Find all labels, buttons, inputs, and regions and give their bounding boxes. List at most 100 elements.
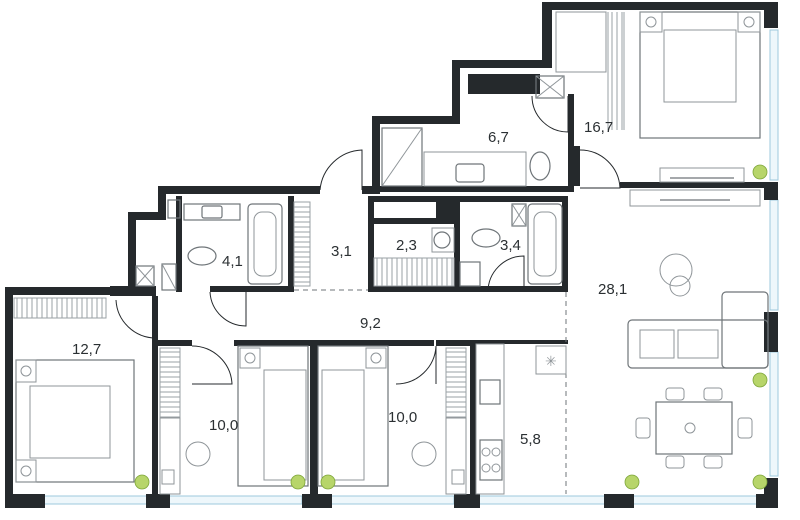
sink: [455, 163, 485, 183]
area-label-bedroom-top: 16,7: [584, 119, 613, 136]
bath-left-fixtures: [135, 199, 283, 291]
area-label-bedroom-left: 12,7: [72, 341, 101, 358]
sink: [459, 261, 481, 287]
toilet: [529, 151, 551, 181]
window-bottom-1: [43, 495, 149, 505]
window-right-3: [769, 351, 779, 477]
plant-icon: [134, 474, 150, 490]
dining-table: [655, 401, 733, 455]
dining-chair: [703, 455, 723, 469]
bed-mattress: [29, 385, 111, 459]
shaft-cross: [511, 203, 527, 227]
shaft: [135, 265, 155, 287]
shaft: [167, 199, 181, 219]
wardrobe-unit: [555, 11, 607, 73]
bedroom-mid-b-furniture: [317, 345, 467, 495]
wall: [5, 494, 45, 508]
side-table: [669, 275, 691, 297]
bathtub-inner: [253, 211, 277, 277]
door-wc: [487, 255, 525, 293]
doors: [115, 95, 621, 385]
lamp-icon: [20, 465, 32, 477]
laundry-shelves: [373, 257, 455, 287]
wall: [146, 494, 170, 508]
door-bathroom-top: [531, 95, 569, 133]
door-bedroom-mid-b: [395, 345, 437, 385]
sofa: [627, 319, 769, 369]
wardrobe-hatch: [607, 12, 625, 130]
desk: [445, 417, 467, 495]
tv-stand: [659, 167, 745, 183]
lamp-icon: [20, 365, 32, 377]
bathtub-inner: [533, 211, 557, 277]
wall: [368, 196, 374, 292]
area-label-bath-left: 4,1: [222, 253, 243, 270]
bathroom-top-fixtures: [381, 75, 565, 187]
wardrobe-shelves: [445, 347, 467, 419]
wall: [454, 494, 480, 508]
bedroom-top-furniture: [555, 11, 761, 183]
wall: [128, 212, 164, 220]
dining-chair: [635, 417, 651, 439]
wc-fixtures: [459, 203, 563, 287]
shaft: [161, 263, 177, 291]
area-label-hall: 9,2: [360, 315, 381, 332]
dining-chair: [703, 387, 723, 401]
shaft-cross: [135, 265, 155, 287]
desk-item: [451, 469, 465, 485]
lamp-icon: [743, 16, 755, 28]
window-bottom-3: [329, 495, 455, 505]
kitchen-counter: [475, 343, 505, 495]
wall: [470, 340, 476, 496]
wall: [368, 286, 458, 292]
wall: [476, 340, 568, 344]
wall: [372, 116, 380, 194]
wall: [454, 196, 460, 292]
wall: [362, 186, 374, 194]
sofa-chaise: [721, 291, 769, 369]
area-label-wc: 3,4: [500, 237, 521, 254]
bed-mattress: [321, 369, 365, 481]
dining-chair: [665, 387, 685, 401]
wall: [152, 296, 158, 496]
washer-box: [431, 227, 455, 253]
single-bed: [237, 345, 309, 487]
vent-shaft: [535, 75, 565, 99]
wardrobe-shelves: [159, 347, 181, 419]
bedroom-mid-a-furniture: [159, 345, 309, 495]
laundry-fixtures: [373, 227, 455, 287]
plant-icon: [290, 474, 306, 490]
plant-icon: [320, 474, 336, 490]
walls: [5, 2, 778, 508]
lamp-icon: [244, 352, 256, 364]
wall: [542, 2, 778, 10]
nightstand: [365, 347, 387, 369]
dining-chair: [737, 417, 753, 439]
plant-icon: [624, 474, 640, 490]
shaft: [511, 203, 527, 227]
tv-console: [629, 189, 761, 207]
wardrobe-shelves: [293, 201, 311, 287]
desk-chair: [185, 441, 211, 467]
nightstand: [737, 11, 761, 33]
sofa-cushion: [677, 329, 719, 359]
wall: [542, 2, 552, 68]
bathtub: [247, 203, 283, 285]
burner: [481, 463, 491, 473]
wall: [604, 494, 634, 508]
lamp-icon: [370, 352, 382, 364]
area-label-living: 28,1: [598, 281, 627, 298]
wall: [764, 312, 778, 352]
wall: [128, 212, 136, 296]
sink: [479, 379, 501, 405]
toilet: [187, 246, 217, 266]
wall: [620, 182, 770, 188]
window-bottom-2: [167, 495, 303, 505]
area-label-bedroom-mid-a: 10,0: [209, 417, 238, 434]
burner: [481, 447, 491, 457]
wall: [524, 286, 568, 292]
nightstand: [239, 347, 261, 369]
wall: [210, 286, 290, 292]
dining-chair: [665, 455, 685, 469]
desk-item: [161, 469, 175, 485]
